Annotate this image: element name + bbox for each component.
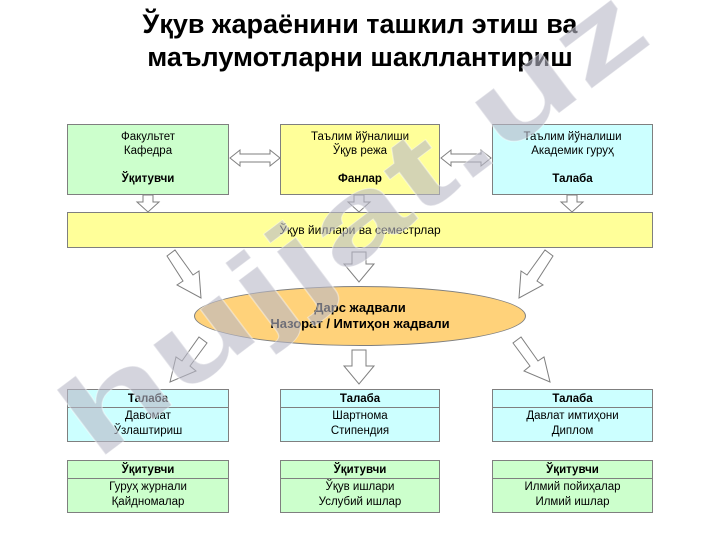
student-box-line-2: Ўзлаштириш [113,425,183,437]
teacher-box-header: Ўқитувчи [68,461,228,479]
student-box-header: Талаба [493,390,652,408]
teacher-box-header: Ўқитувчи [493,461,652,479]
teacher-box-workload: Ўқитувчи Ўқув ишлари Услубий ишлар [280,460,440,513]
curriculum-line-2: Ўқув режа [332,145,388,157]
arrow-center-diag-right [512,336,551,383]
arrow-center-to-mid [342,349,376,385]
student-box-header: Талаба [68,390,228,408]
teacher-box-research: Ўқитувчи Илмий пойиҳалар Илмий ишлар [492,460,653,513]
student-box-header: Талаба [281,390,439,408]
down-arrow-2 [346,194,372,213]
faculty-line-1: Факультет [120,131,176,143]
teacher-box-line-2: Қайдномалар [111,496,185,508]
student-box-attendance: Талаба Давомат Ўзлаштириш [67,389,229,442]
student-box-diploma: Талаба Давлат имтиҳони Диплом [492,389,653,442]
down-arrow-3 [559,194,585,213]
semesters-label: Ўқув йиллари ва семестрлар [279,223,441,237]
group-line-1: Таълим йўналиши [523,131,622,143]
student-box-line-1: Давомат [125,410,171,422]
teacher-box-journal: Ўқитувчи Гуруҳ журнали Қайдномалар [67,460,229,513]
student-box-contract: Талаба Шартнома Стипендия [280,389,440,442]
arrow-band-diag-left [166,249,202,299]
faculty-line-2: Кафедра [123,145,173,157]
title-line-2: маълумотларни шакллантириш [147,42,573,72]
semesters-band: Ўқув йиллари ва семестрлар [67,212,653,248]
student-box-line-1: Шартнома [332,410,388,422]
curriculum-strong: Фанлар [338,173,382,185]
page-title: Ўқув жараёнини ташкил этиш ва маълумотла… [0,8,720,74]
curriculum-line-1: Таълим йўналиши [310,131,410,143]
double-arrow-left [229,148,281,168]
group-strong: Талаба [552,173,593,185]
down-arrow-1 [135,194,161,213]
teacher-box-line-2: Илмий ишлар [535,496,610,508]
student-box-line-1: Давлат имтиҳони [526,410,619,422]
student-box-line-2: Диплом [551,425,594,437]
student-box-line-2: Стипендия [330,425,390,437]
schedule-line-1: Дарс жадвали [314,300,406,315]
faculty-box: Факультет Кафедра Ўқитувчи [67,124,229,195]
faculty-strong: Ўқитувчи [121,173,175,185]
arrow-band-to-center [342,251,376,283]
arrow-band-diag-right [518,249,554,299]
group-line-2: Академик гуруҳ [531,145,614,157]
teacher-box-line-1: Гуруҳ журнали [109,481,187,493]
group-box: Таълим йўналиши Академик гуруҳ Талаба [492,124,653,195]
schedule-ellipse: Дарс жадвали Назорат / Имтиҳон жадвали [194,286,526,346]
title-line-1: Ўқув жараёнини ташкил этиш ва [142,9,578,39]
schedule-line-2: Назорат / Имтиҳон жадвали [270,316,450,331]
teacher-box-header: Ўқитувчи [281,461,439,479]
double-arrow-right [440,148,492,168]
arrow-center-diag-left [169,336,208,383]
teacher-box-line-1: Илмий пойиҳалар [524,481,621,493]
teacher-box-line-1: Ўқув ишлари [325,481,395,493]
teacher-box-line-2: Услубий ишлар [318,496,402,508]
curriculum-box: Таълим йўналиши Ўқув режа Фанлар [280,124,440,195]
